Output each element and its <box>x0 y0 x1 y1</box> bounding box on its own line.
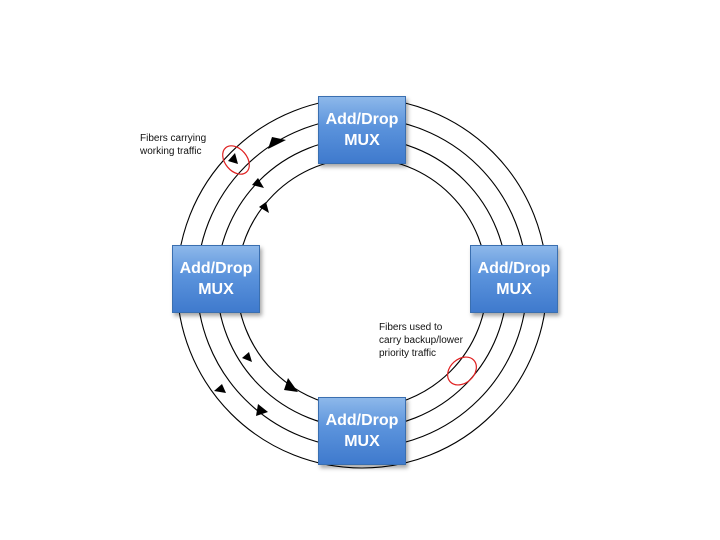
arrow-lower-4 <box>242 352 252 362</box>
arrow-working-4 <box>228 153 238 164</box>
mux-label-line1: Add/Drop <box>179 260 253 277</box>
arrow-lower-2 <box>256 404 268 416</box>
fiber-ring-inner <box>236 157 488 409</box>
mux-label-line1: Add/Drop <box>325 412 399 429</box>
mux-label-line2: MUX <box>198 281 234 298</box>
backup-fibers-callout: Fibers used to carry backup/lower priori… <box>379 321 463 360</box>
arrow-working-2 <box>252 178 264 188</box>
callout-line: priority traffic <box>379 348 437 359</box>
working-fibers-callout: Fibers carrying working traffic <box>140 132 206 158</box>
arrow-lower-3 <box>214 384 226 393</box>
fiber-highlights <box>222 145 477 386</box>
mux-label-line2: MUX <box>344 433 380 450</box>
callout-line: working traffic <box>140 146 202 157</box>
add-drop-mux-right[interactable]: Add/Drop MUX <box>470 245 558 313</box>
arrow-working-3 <box>259 202 269 213</box>
traffic-direction-arrows <box>214 137 298 416</box>
add-drop-mux-left[interactable]: Add/Drop MUX <box>172 245 260 313</box>
callout-line: Fibers used to <box>379 322 443 333</box>
mux-label-line1: Add/Drop <box>325 111 399 128</box>
backup-fiber-highlight <box>447 356 477 386</box>
arrow-working-1 <box>268 137 286 149</box>
arrow-lower-1 <box>284 378 298 392</box>
callout-line: carry backup/lower <box>379 335 463 346</box>
callout-line: Fibers carrying <box>140 133 207 144</box>
mux-label-line2: MUX <box>496 281 532 298</box>
mux-label-line2: MUX <box>344 132 380 149</box>
add-drop-mux-top[interactable]: Add/Drop MUX <box>318 96 406 164</box>
mux-label-line1: Add/Drop <box>477 260 551 277</box>
working-fiber-highlight <box>222 145 250 175</box>
add-drop-mux-bottom[interactable]: Add/Drop MUX <box>318 397 406 465</box>
